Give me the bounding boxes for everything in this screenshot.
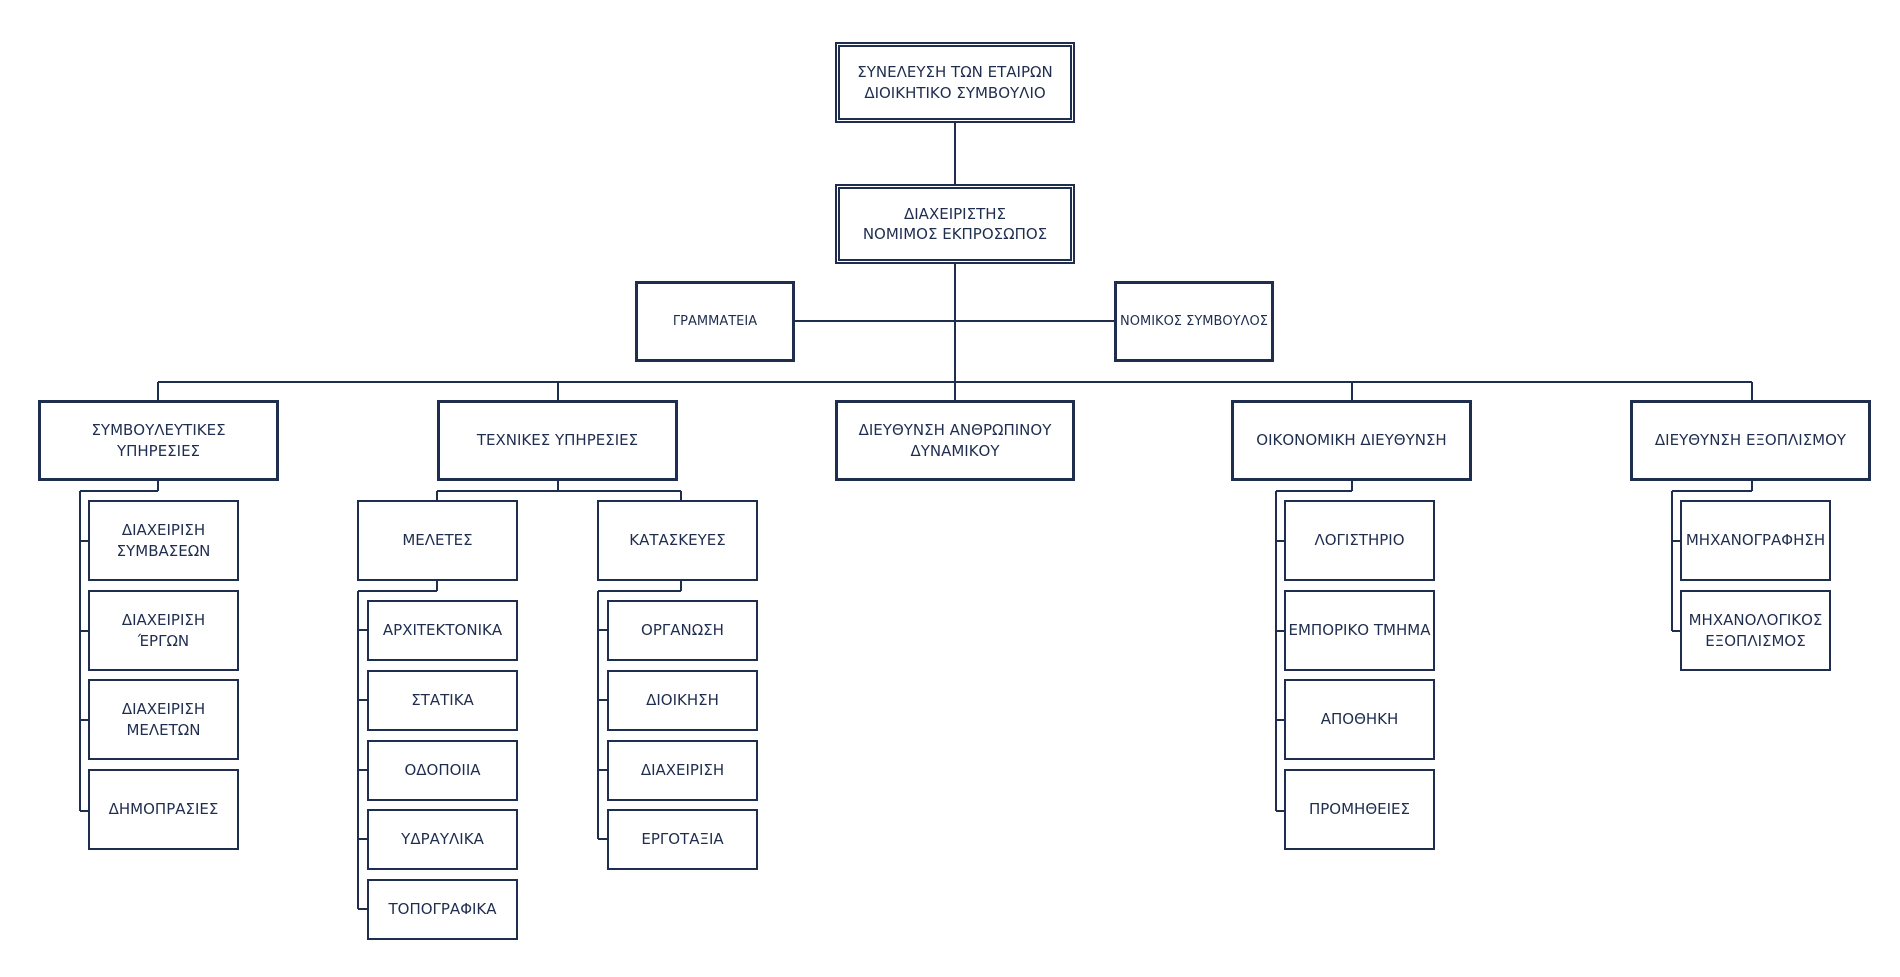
hr-department-label-2: ΔΥΝΑΜΙΚΟΥ	[910, 441, 1000, 460]
sub-unit-label: ΜΗΧΑΝΟΛΟΓΙΚΟΣ	[1688, 611, 1823, 630]
sub-unit-box: ΟΡΓΑΝΩΣΗ	[607, 600, 758, 661]
sub-unit-label: ΔΙΑΧΕΙΡΙΣΗ	[121, 521, 206, 540]
sub-unit-label: ΕΡΓΟΤΑΞΙΑ	[641, 830, 724, 849]
sub-unit-label: ΑΠΟΘΗΚΗ	[1320, 710, 1399, 729]
sub-unit-label: ΟΡΓΑΝΩΣΗ	[641, 621, 724, 640]
hr-department-label-1: ΔΙΕΥΘΥΝΣΗ ΑΝΘΡΩΠΙΝΟΥ	[858, 421, 1052, 440]
sub-unit-label: ΠΡΟΜΗΘΕΙΕΣ	[1308, 800, 1410, 819]
sub-unit-label: ΤΟΠΟΓΡΑΦΙΚΑ	[388, 900, 497, 919]
consulting-services-label-2: ΥΠΗΡΕΣΙΕΣ	[116, 441, 201, 460]
finance-department-label: ΟΙΚΟΝΟΜΙΚΗ ΔΙΕΥΘΥΝΣΗ	[1256, 431, 1447, 450]
sub-unit-box: ΟΔΟΠΟΙΙΑ	[367, 740, 518, 801]
sub-unit-label: ΔΙΑΧΕΙΡΙΣΗ	[121, 611, 206, 630]
technical-services-box: ΤΕΧΝΙΚΕΣ ΥΠΗΡΕΣΙΕΣ	[437, 400, 678, 481]
consulting-services-box: ΣΥΜΒΟΥΛΕΥΤΙΚΕΣ ΥΠΗΡΕΣΙΕΣ	[38, 400, 279, 481]
sub-unit-box: ΥΔΡΑΥΛΙΚΑ	[367, 809, 518, 870]
general-assembly-label: ΣΥΝΕΛΕΥΣΗ ΤΩΝ ΕΤΑΙΡΩΝ	[857, 63, 1053, 82]
sub-unit-box: ΔΙΑΧΕΙΡΙΣΗ ΣΥΜΒΑΣΕΩΝ	[88, 500, 239, 581]
sub-unit-label: ΔΙΑΧΕΙΡΙΣΗ	[121, 700, 206, 719]
sub-unit-label: ΕΜΠΟΡΙΚΟ ΤΜΗΜΑ	[1288, 621, 1431, 640]
sub-unit-label: ΜΕΛΕΤΩΝ	[126, 720, 201, 739]
secretariat-label: ΓΡΑΜΜΑΤΕΙΑ	[672, 313, 758, 329]
sub-unit-label: ΔΙΟΙΚΗΣΗ	[646, 691, 719, 710]
sub-unit-label: ΈΡΓΩΝ	[137, 631, 190, 650]
sub-unit-box: ΛΟΓΙΣΤΗΡΙΟ	[1284, 500, 1435, 581]
sub-unit-box: ΔΙΟΙΚΗΣΗ	[607, 670, 758, 731]
sub-unit-label: ΟΔΟΠΟΙΙΑ	[404, 761, 481, 780]
sub-unit-box: ΕΡΓΟΤΑΞΙΑ	[607, 809, 758, 870]
equipment-department-box: ΔΙΕΥΘΥΝΣΗ ΕΞΟΠΛΙΣΜΟΥ	[1630, 400, 1871, 481]
manager-label: ΔΙΑΧΕΙΡΙΣΤΗΣ	[904, 204, 1006, 223]
legal-representative-label: ΝΟΜΙΜΟΣ ΕΚΠΡΟΣΩΠΟΣ	[862, 225, 1048, 243]
hr-department-box: ΔΙΕΥΘΥΝΣΗ ΑΝΘΡΩΠΙΝΟΥ ΔΥΝΑΜΙΚΟΥ	[835, 400, 1075, 481]
sub-unit-box: ΕΜΠΟΡΙΚΟ ΤΜΗΜΑ	[1284, 590, 1435, 671]
sub-unit-label: ΑΡΧΙΤΕΚΤΟΝΙΚΑ	[382, 621, 503, 640]
board-of-directors-label: ΔΙΟΙΚΗΤΙΚΟ ΣΥΜΒΟΥΛΙΟ	[864, 83, 1046, 102]
sub-unit-box: ΤΟΠΟΓΡΑΦΙΚΑ	[367, 879, 518, 940]
sub-unit-label: ΔΗΜΟΠΡΑΣΙΕΣ	[108, 800, 219, 819]
manager-box: ΔΙΑΧΕΙΡΙΣΤΗΣ ΝΟΜΙΜΟΣ ΕΚΠΡΟΣΩΠΟΣ	[835, 184, 1075, 264]
consulting-services-label-1: ΣΥΜΒΟΥΛΕΥΤΙΚΕΣ	[91, 421, 226, 440]
technical-services-label: ΤΕΧΝΙΚΕΣ ΥΠΗΡΕΣΙΕΣ	[476, 431, 639, 450]
sub-unit-box: ΑΡΧΙΤΕΚΤΟΝΙΚΑ	[367, 600, 518, 661]
sub-unit-label: ΜΗΧΑΝΟΓΡΑΦΗΣΗ	[1685, 531, 1826, 550]
legal-advisor-label: ΝΟΜΙΚΟΣ ΣΥΜΒΟΥΛΟΣ	[1120, 313, 1268, 329]
sub-unit-box: ΔΙΑΧΕΙΡΙΣΗ	[607, 740, 758, 801]
sub-unit-label: ΥΔΡΑΥΛΙΚΑ	[401, 830, 484, 849]
sub-unit-label: ΣΤΑΤΙΚΑ	[411, 691, 474, 710]
sub-unit-box: ΔΙΑΧΕΙΡΙΣΗ ΈΡΓΩΝ	[88, 590, 239, 671]
sub-unit-label: ΔΙΑΧΕΙΡΙΣΗ	[640, 761, 725, 780]
studies-box: ΜΕΛΕΤΕΣ	[357, 500, 518, 581]
construction-box: ΚΑΤΑΣΚΕΥΕΣ	[597, 500, 758, 581]
sub-unit-label: ΛΟΓΙΣΤΗΡΙΟ	[1314, 531, 1405, 550]
sub-unit-box: ΜΗΧΑΝΟΓΡΑΦΗΣΗ	[1680, 500, 1831, 581]
secretariat-box: ΓΡΑΜΜΑΤΕΙΑ	[635, 281, 795, 362]
legal-advisor-box: ΝΟΜΙΚΟΣ ΣΥΜΒΟΥΛΟΣ	[1114, 281, 1274, 362]
studies-label: ΜΕΛΕΤΕΣ	[402, 531, 473, 550]
construction-label: ΚΑΤΑΣΚΕΥΕΣ	[629, 531, 726, 550]
sub-unit-label: ΕΞΟΠΛΙΣΜΟΣ	[1705, 631, 1806, 650]
sub-unit-box: ΠΡΟΜΗΘΕΙΕΣ	[1284, 769, 1435, 850]
equipment-department-label: ΔΙΕΥΘΥΝΣΗ ΕΞΟΠΛΙΣΜΟΥ	[1654, 431, 1847, 450]
sub-unit-label: ΣΥΜΒΑΣΕΩΝ	[116, 541, 211, 560]
sub-unit-box: ΔΗΜΟΠΡΑΣΙΕΣ	[88, 769, 239, 850]
finance-department-box: ΟΙΚΟΝΟΜΙΚΗ ΔΙΕΥΘΥΝΣΗ	[1231, 400, 1472, 481]
sub-unit-box: ΑΠΟΘΗΚΗ	[1284, 679, 1435, 760]
general-assembly-box: ΣΥΝΕΛΕΥΣΗ ΤΩΝ ΕΤΑΙΡΩΝ ΔΙΟΙΚΗΤΙΚΟ ΣΥΜΒΟΥΛ…	[835, 42, 1075, 123]
sub-unit-box: ΣΤΑΤΙΚΑ	[367, 670, 518, 731]
sub-unit-box: ΜΗΧΑΝΟΛΟΓΙΚΟΣ ΕΞΟΠΛΙΣΜΟΣ	[1680, 590, 1831, 671]
sub-unit-box: ΔΙΑΧΕΙΡΙΣΗ ΜΕΛΕΤΩΝ	[88, 679, 239, 760]
